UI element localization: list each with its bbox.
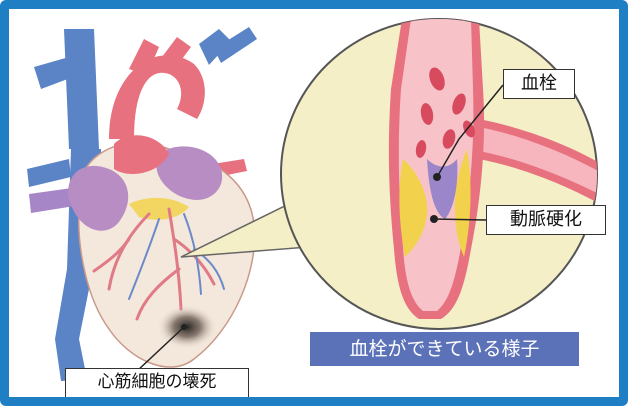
necrosis-label: 心筋細胞の壊死: [65, 368, 249, 398]
atherosclerosis-label: 動脈硬化: [486, 205, 606, 235]
caption-banner: 血栓ができている様子: [310, 332, 579, 366]
aortic-arch: [109, 55, 205, 139]
thrombus-marker: [433, 173, 441, 181]
necrosis-marker: [181, 324, 187, 330]
plaque-marker: [430, 215, 438, 223]
thrombus-label: 血栓: [503, 69, 575, 99]
